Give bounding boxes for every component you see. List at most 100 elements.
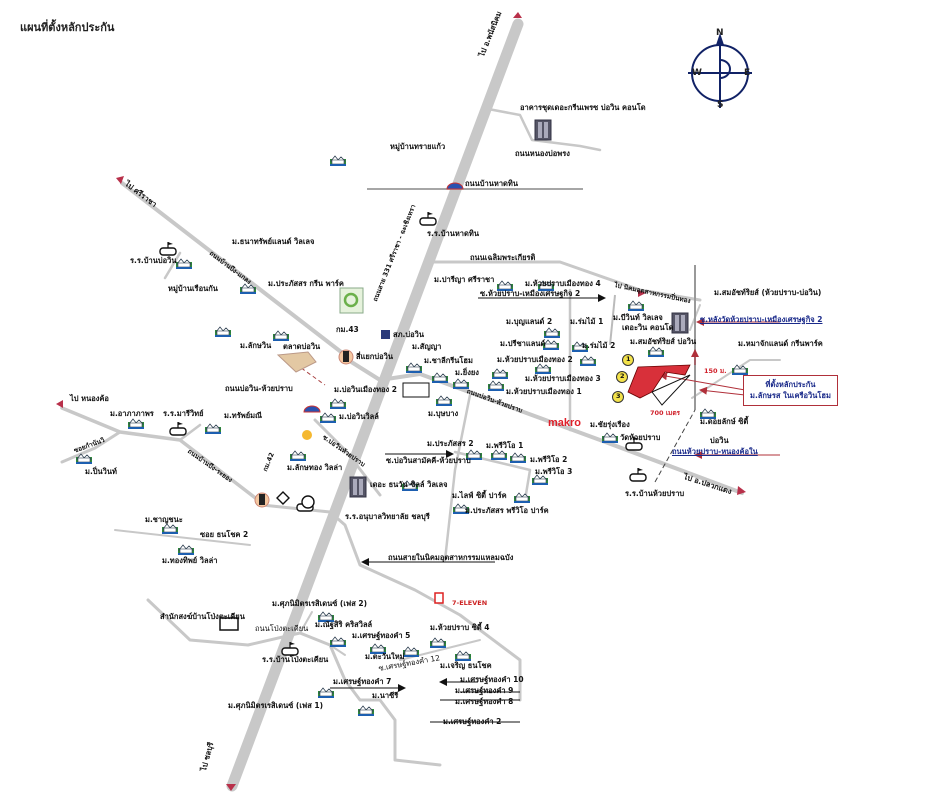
road-mid-north <box>443 393 472 562</box>
label-thongthip-villa: ม.ทองทิพย์ วิลล่า <box>162 556 218 565</box>
label-huaypab-muangthong-1: ม.ห้วยปราบเมืองทอง 1 <box>506 387 582 396</box>
police-icon <box>381 330 390 339</box>
label-setthong-10: ม.เศรษฐ์ทองคำ 10 <box>460 675 524 684</box>
map-title: แผนที่ตั้งหลักประกัน <box>20 21 115 34</box>
label-preview-2: ม.พรีวิโอ 2 <box>530 455 568 464</box>
label-school-ban-hadtin: ร.ร.บ้านหาดทิน <box>427 229 479 238</box>
dashed-distance <box>654 409 696 483</box>
label-road-bowin-huaypab-2: ถนนบ่อวิน-ห้วยปราบ <box>225 384 293 393</box>
road-west <box>60 406 260 502</box>
road-south-1 <box>260 503 522 702</box>
plot-marker-1 <box>622 354 634 366</box>
label-school-marywit: ร.ร.มารีวิทย์ <box>163 409 204 418</box>
label-prapassorn-green-park: ม.ประภัสสร กรีน พาร์ค <box>268 279 344 288</box>
label-tawan-mai: ม.ตะวันใหม่ <box>365 652 405 661</box>
label-suppanimit-1: ม.ศุภนิมิตรเรสิเดนซ์ (เฟส 1) <box>228 701 324 710</box>
arrow-northwest <box>116 176 124 184</box>
label-school-pong-takhian: ร.ร.บ้านโป่งตะเคียน <box>262 655 329 664</box>
label-sapmanee: ม.ทรัพย์มณี <box>224 411 263 420</box>
tree-icon <box>301 495 315 509</box>
label-pinwin: ม.ปิ่นวินท์ <box>85 467 117 476</box>
label-soi-huaypab-2: ซ.ห้วยปราบ-เหมืองเศรษฐกิจ 2 <box>480 289 581 298</box>
lotus-logo-glyph <box>343 292 359 308</box>
market-icon <box>276 351 317 373</box>
label-road-laem-chabang: ถนนสายในนิคมอุตสาหกรรมแหลมฉบัง <box>388 553 514 562</box>
label-distance-700m: 700 เมตร <box>650 409 681 417</box>
makro-logo: makro <box>548 417 582 429</box>
label-setthong-9: ม.เศรษฐ์ทองคำ 9 <box>455 686 514 695</box>
label-busabang: ม.บุษบาง <box>428 409 459 418</box>
label-preview-1: ม.พรีวิโอ 1 <box>486 441 524 450</box>
collateral-subtitle: ม.ลักษรส ในเครือวินโฮม <box>750 391 831 401</box>
label-seven-eleven: 7-ELEVEN <box>452 599 488 607</box>
road-west-branch <box>60 430 122 464</box>
plot-marker-1-label: 1 <box>626 355 631 363</box>
label-distance-150m: 150 ม. <box>704 367 727 375</box>
pointer-arrows <box>330 294 606 723</box>
shell-icon <box>302 430 312 440</box>
road-branch-1 <box>163 251 182 280</box>
road-bowin-huaypab <box>343 356 744 495</box>
road-east-branch <box>313 418 382 497</box>
arrow-east <box>737 486 746 495</box>
label-road-pong-takhian: ถนนโป่งตะเคียน <box>255 624 309 633</box>
road-pong-branch <box>299 611 313 634</box>
label-condo-greenplace: อาคารชุดเดอะกรีนเพรซ บ่อวิน คอนโด <box>520 103 646 112</box>
label-thanasap-land: ม.ธนาทรัพย์แลนด์ วิลเลจ <box>232 237 315 246</box>
label-km42: กม.43 <box>336 325 359 334</box>
label-police-station: สภ.บ่อวิน <box>393 330 424 339</box>
label-natsiri: ม.ณัฐสิริ คริสวิลล์ <box>315 620 373 629</box>
label-pong-takhian-temple: สำนักสงฆ์บ้านโป่งตะเคียน <box>160 612 245 621</box>
road-nong-bo-phrong <box>481 106 602 152</box>
label-road-chaloem: ถนนเฉลิมพระเกียรติ <box>470 253 536 262</box>
label-rommai-2: ม.ร่มไม้ 2 <box>582 341 616 350</box>
roads <box>60 18 781 792</box>
bigc-sign <box>402 382 430 398</box>
plot-marker-2-label: 2 <box>620 372 625 380</box>
label-thanawan-village: เดอะ ธนวัน ซิลล์ วิลเลจ <box>370 480 448 489</box>
arrow-north <box>513 12 522 18</box>
label-prapassorn-preview: ม.ประภัสสร พรีวิโอ ปาร์ค <box>465 506 549 515</box>
label-school-ban-bowin: ร.ร.บ้านบ่อวิน <box>130 256 177 265</box>
label-huaypab-city-4: ม.ห้วยปราบ ซิตี้ 4 <box>430 623 490 632</box>
label-to-nong-kho: ไป หนองค้อ <box>70 394 109 403</box>
label-setthong-2: ม.เศรษฐ์ทองคำ 2 <box>443 717 502 726</box>
label-green-park: ม.หมาจักแลนด์ กรีนพาร์ค <box>738 339 823 348</box>
arrow-west <box>56 400 63 408</box>
ptt-icon <box>446 182 464 190</box>
label-sanya: ม.สัญญา <box>412 342 442 351</box>
label-pariya: ม.ปารีญา ศรีราชา <box>434 275 495 284</box>
direction-arrows <box>56 12 746 791</box>
compass-rose <box>688 33 752 108</box>
label-huaypab-muangthong-2: ม.ห้วยปราบเมืองทอง 2 <box>497 355 573 364</box>
collateral-title: ที่ตั้งหลักประกัน <box>765 380 816 389</box>
ptt-icon-2 <box>303 405 321 413</box>
label-bowin-market: ตลาดบ่อวิน <box>283 342 321 351</box>
plot-marker-2 <box>616 371 628 383</box>
label-apaporn: ม.อาภาภาพร <box>110 409 154 418</box>
arrow-east-top <box>638 290 646 297</box>
bank-icon <box>276 491 290 505</box>
label-setthong-7: ม.เศรษฐ์ทองคำ 7 <box>333 677 392 686</box>
label-soi-behind-wat: ซ.หลังวัดห้วยปราบ-เหมืองเศรษฐกิจ 2 <box>700 315 823 324</box>
label-huaypab-muangthong-4: ม.ห้วยปราบเมืองทอง 4 <box>525 279 601 288</box>
label-soi-thanachok: ซอย ธนโชค 2 <box>200 530 249 539</box>
compass-s: S <box>717 100 724 110</box>
plot-markers <box>612 354 634 403</box>
label-soi-bowin-samakkhi: ซ.บ่อวินสามัคคี-ห้วยปราบ <box>386 456 471 465</box>
label-setthong-8: ม.เศรษฐ์ทองคำ 8 <box>455 697 514 706</box>
plot-marker-3 <box>612 391 624 403</box>
road-east-2 <box>691 359 781 399</box>
label-road-huaypab-nongkho: ถนนห้วยปราบ-หนองค้อใน <box>672 447 758 456</box>
label-suppanimit-2: ม.ศุภนิมิตรเรสิเดนซ์ (เฟส 2) <box>272 599 368 608</box>
label-doylak-city: ม.ดอยลักษ์ ซิตี้ <box>700 417 749 426</box>
arrow-south <box>226 784 236 791</box>
road-pong-takhian <box>146 598 442 767</box>
label-nasiri: ม.นาซีรี <box>372 691 399 700</box>
label-preview-3: ม.พรีวิโอ 3 <box>535 467 573 476</box>
label-wat-huaypab: วัดห้วยปราบ <box>620 433 661 442</box>
label-the-win-condo: เดอะวิน คอนโด <box>622 323 674 332</box>
seven-eleven-icon <box>434 592 444 604</box>
label-chanchana: ม.ชาญชนะ <box>145 515 183 524</box>
